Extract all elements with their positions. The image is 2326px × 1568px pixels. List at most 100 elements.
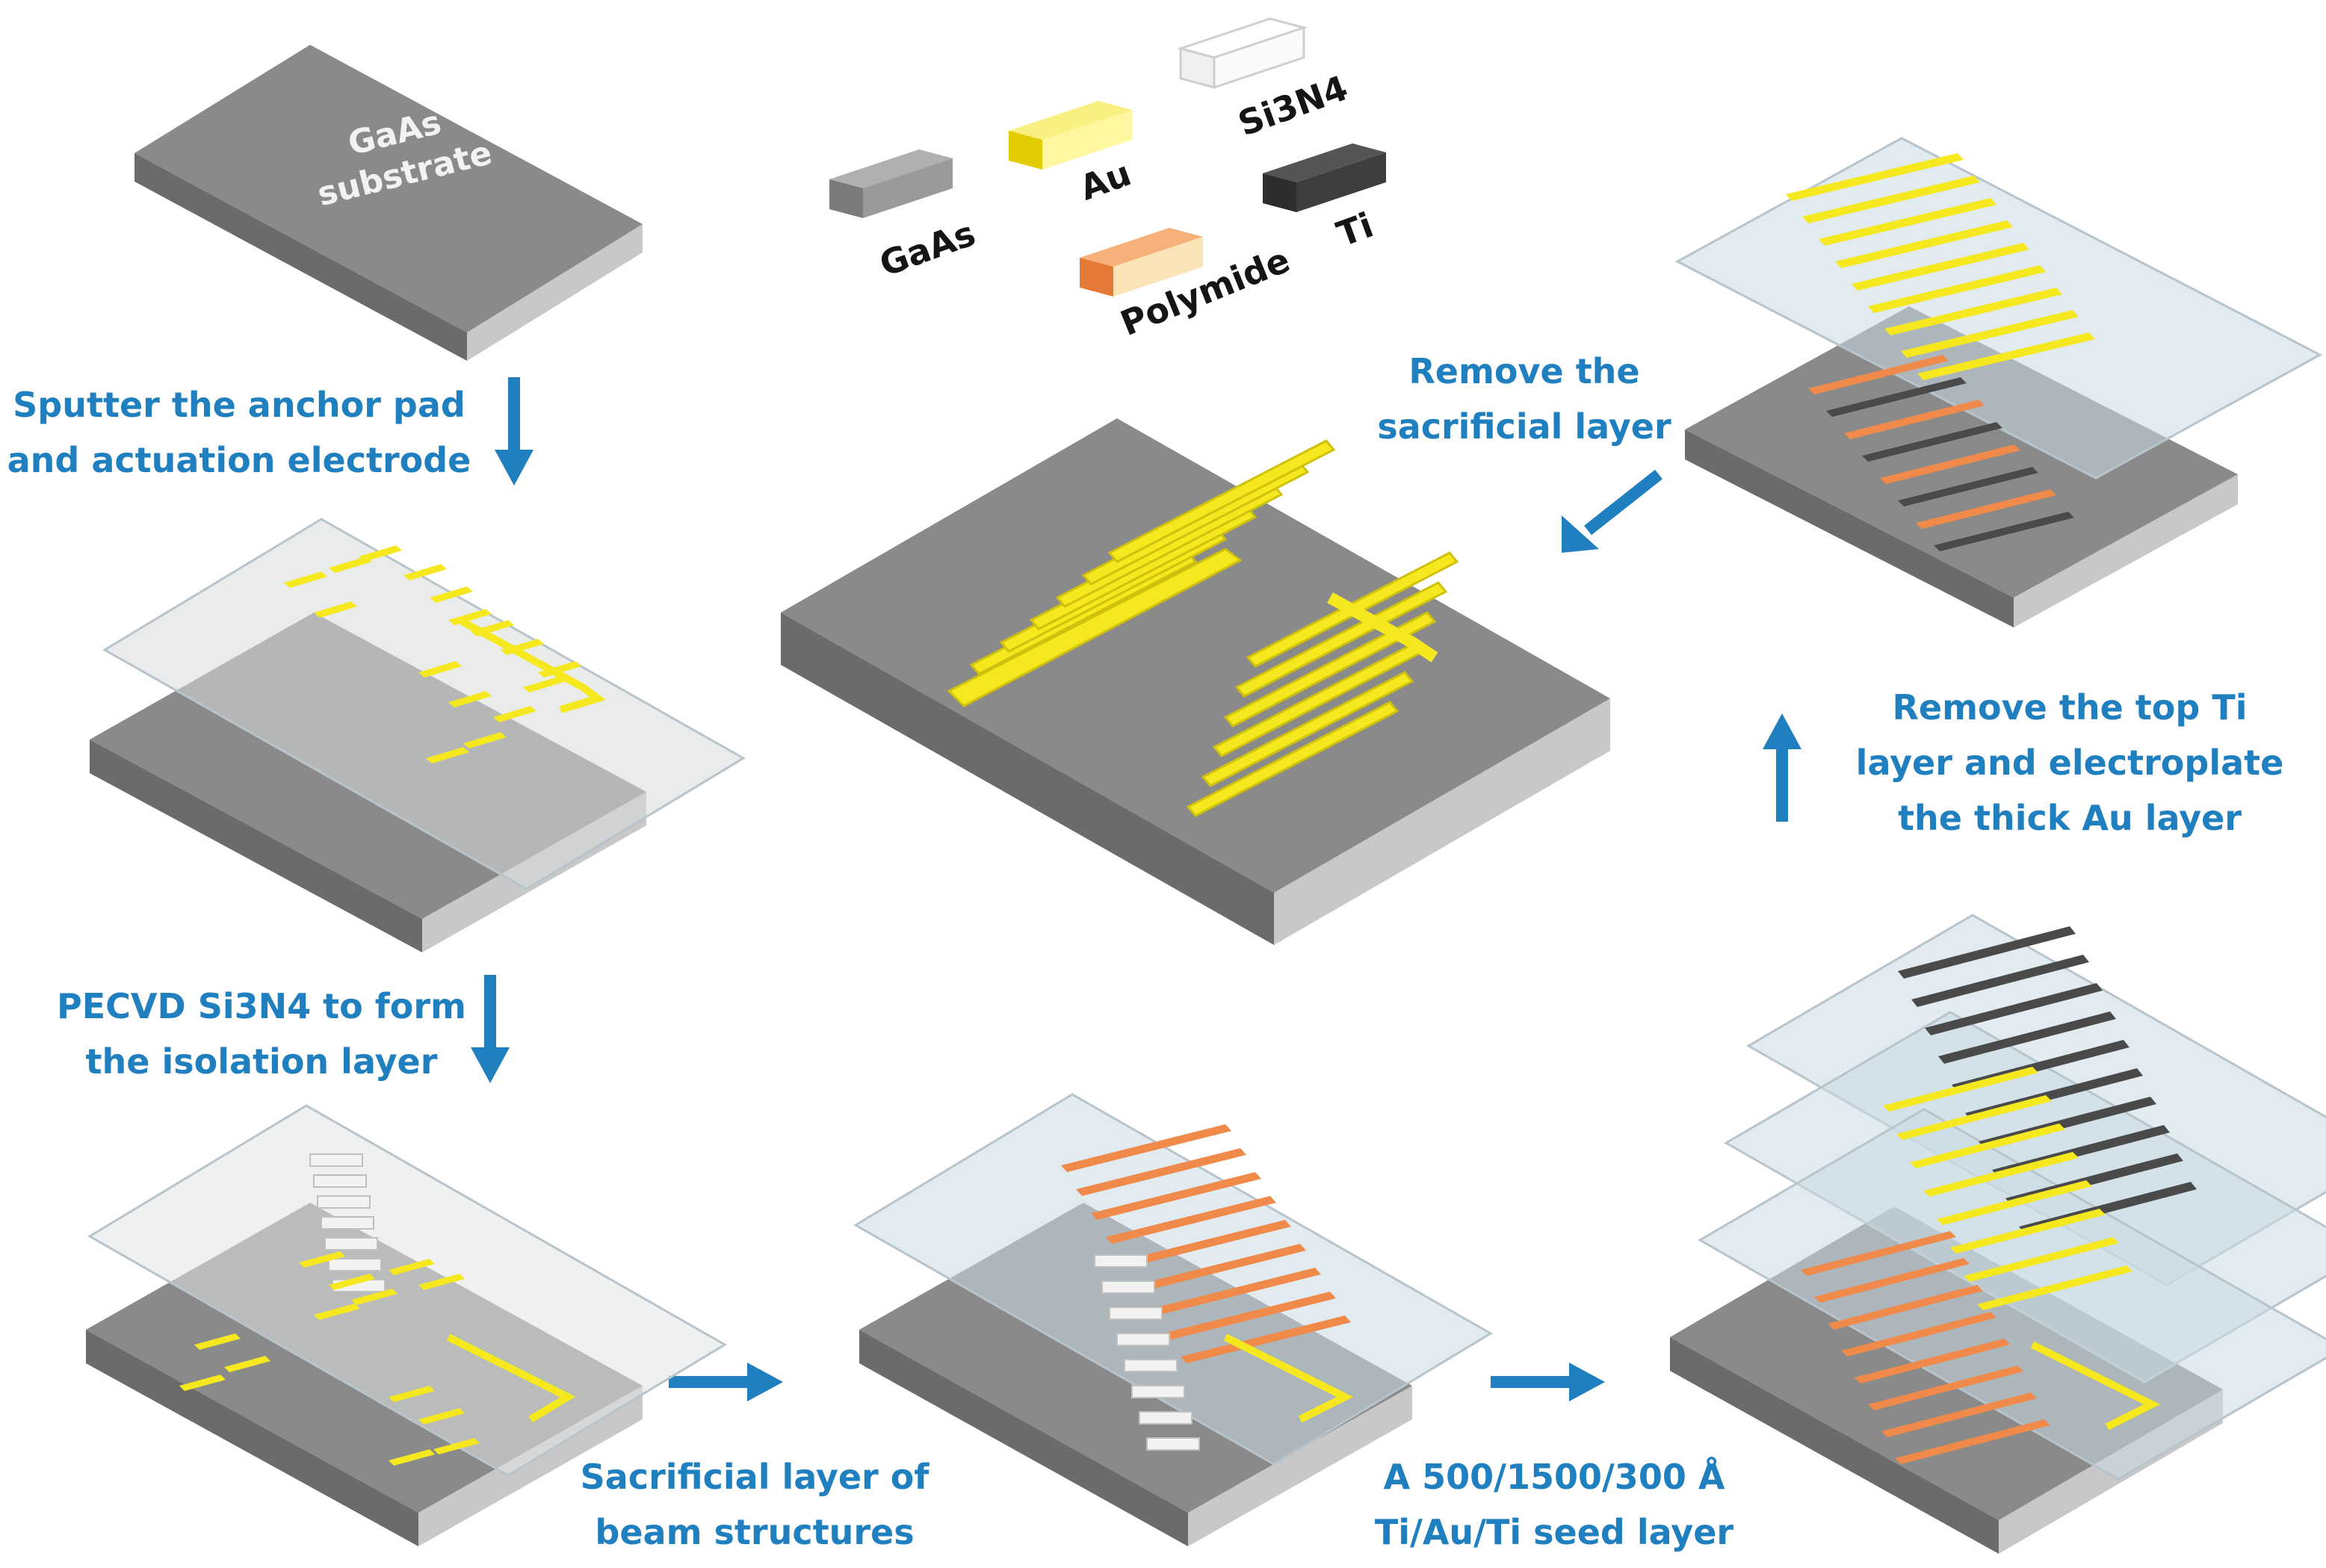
sacrificial-beam-4 <box>1121 1220 1291 1268</box>
sacrificial-beam-1 <box>1076 1148 1246 1196</box>
caption-sacrificial-line1: Sacrificial layer of <box>580 1457 930 1497</box>
electrode-pad-s3-6 <box>194 1333 241 1350</box>
sacrificial-beam-6 <box>1151 1268 1321 1316</box>
legend-block-au-right <box>1042 110 1132 170</box>
substrate-1-top <box>134 45 643 332</box>
isolation-block-s4-5 <box>1131 1385 1185 1398</box>
electrode-pad-s3-0 <box>299 1251 345 1268</box>
substrate-6-top <box>1685 306 2238 598</box>
caption-seed-line2: Ti/Au/Ti seed layer <box>1374 1512 1734 1552</box>
electrode-pad-15 <box>538 661 581 678</box>
plated-au-beam-5 <box>1868 265 2046 313</box>
substrate-4-side <box>1188 1386 1412 1546</box>
seed-ti-beam-1 <box>1911 955 2089 1007</box>
isolation-block-4 <box>324 1237 378 1251</box>
seed-ti-beam-3 <box>1938 1011 2116 1064</box>
legend-block-ti-top <box>1263 143 1386 182</box>
plated-au-beam-0 <box>1786 153 1964 201</box>
released-beam-lower-3 <box>1223 611 1437 728</box>
sacrificial-beam-2 <box>1091 1172 1261 1220</box>
plated-au-beam-4 <box>1852 243 2029 291</box>
caption-sputter-line2: and actuation electrode <box>7 440 471 480</box>
plated-under-beam-5 <box>1898 467 2038 506</box>
isolation-block-s4-6 <box>1139 1411 1193 1425</box>
arrow-pecvd-head <box>471 1047 510 1083</box>
arrow-electroplate-head <box>1763 713 1801 749</box>
electrode-pad-s3-11 <box>433 1438 480 1454</box>
sacrificial-beam-5 <box>1136 1244 1306 1292</box>
legend-block-polymide-top <box>1080 228 1203 267</box>
substrate-2-plate <box>102 518 746 890</box>
seed-au-beam-3 <box>1923 1152 2079 1197</box>
caption-release-line2: sacrificial layer <box>1377 406 1671 447</box>
seed-au-beam-0 <box>1883 1067 2038 1112</box>
electrode-pad-s3-12 <box>389 1449 435 1466</box>
substrate-3-plate <box>87 1104 727 1477</box>
seed-au-beam-1 <box>1896 1095 2052 1140</box>
caption-sacrificial: Sacrificial layer of beam structures <box>545 1449 964 1560</box>
electrode-pad-s3-7 <box>224 1356 270 1372</box>
electrode-pad-s3-9 <box>389 1386 435 1402</box>
isolation-block-s4-2 <box>1109 1307 1163 1320</box>
seed-ti-beam-2 <box>1925 983 2103 1035</box>
plated-under-beam-4 <box>1880 444 2020 484</box>
substrate-6-side <box>2014 474 2238 627</box>
sacrificial-beam-0 <box>1061 1124 1231 1172</box>
seed-ti-beam-0 <box>1898 926 2076 979</box>
electrode-pad-s3-4 <box>389 1259 435 1275</box>
sacrificial-beam-8 <box>1181 1316 1351 1363</box>
isolation-block-1 <box>313 1174 367 1188</box>
legend-block-gaas-left <box>829 179 863 218</box>
caption-sputter-line1: Sputter the anchor pad <box>13 385 465 425</box>
seed-polymide-beam-4 <box>1855 1339 2010 1383</box>
isolation-block-s4-4 <box>1124 1359 1178 1372</box>
isolation-block-s4-1 <box>1101 1280 1155 1294</box>
electrode-comb-s3 <box>446 1333 576 1423</box>
caption-sacrificial-line2: beam structures <box>595 1512 915 1552</box>
legend-block-ti-right <box>1296 152 1386 212</box>
plated-under-beam-2 <box>1844 400 1985 439</box>
seed-polymide-beam-1 <box>1814 1258 1970 1303</box>
released-anchor-upper <box>947 548 1243 707</box>
isolation-block-s4-3 <box>1116 1333 1170 1346</box>
substrate-6-front <box>1685 430 2014 627</box>
seed-polymide-beam-5 <box>1868 1366 2023 1410</box>
released-beam-lower-1 <box>1201 671 1414 787</box>
seed-au-beam-6 <box>1964 1237 2119 1282</box>
isolation-block-0 <box>309 1153 363 1167</box>
electrode-pad-10 <box>448 691 492 707</box>
plated-under-beam-7 <box>1934 512 2074 551</box>
legend-block-polymide-left <box>1080 258 1113 297</box>
electrode-pad-s3-5 <box>418 1274 465 1290</box>
caption-sputter: Sputter the anchor pad and actuation ele… <box>0 377 478 488</box>
plated-au-beam-3 <box>1835 220 2013 268</box>
seed-polymide-beam-2 <box>1828 1285 1983 1330</box>
electrode-pad-5 <box>430 586 473 603</box>
electrode-pad-2 <box>329 557 372 573</box>
plated-au-beam-1 <box>1802 176 1980 223</box>
electrode-pad-11 <box>463 732 507 749</box>
electrode-comb-s4 <box>1223 1333 1354 1423</box>
plated-under-beam-0 <box>1808 355 1949 394</box>
released-beam-lower-0 <box>1186 701 1399 817</box>
seed-polymide-beam-6 <box>1881 1392 2037 1437</box>
electrode-pad-0 <box>284 571 327 588</box>
plated-au-beam-7 <box>1901 310 2079 358</box>
plated-au-beam-6 <box>1884 288 2062 335</box>
isolation-block-5 <box>328 1258 382 1271</box>
plated-au-beam-2 <box>1819 198 1996 246</box>
seed-au-beam-5 <box>1950 1209 2106 1254</box>
electrode-pad-s3-3 <box>351 1289 398 1305</box>
electrode-pad-s3-8 <box>179 1375 226 1391</box>
substrate-3-front <box>86 1330 418 1546</box>
electrode-comb-s5 <box>2030 1341 2161 1431</box>
seed-polymide-beam-7 <box>1895 1419 2050 1464</box>
substrate-1-side <box>467 224 643 361</box>
seed-polymide-beam-3 <box>1841 1312 1996 1357</box>
seed-au-beam-7 <box>1977 1265 2132 1310</box>
legend-block-si3n4-right <box>1213 25 1305 90</box>
legend-block-au-top <box>1009 101 1132 140</box>
plated-under-beam-1 <box>1826 377 1967 417</box>
electrode-pad-1 <box>314 601 357 618</box>
